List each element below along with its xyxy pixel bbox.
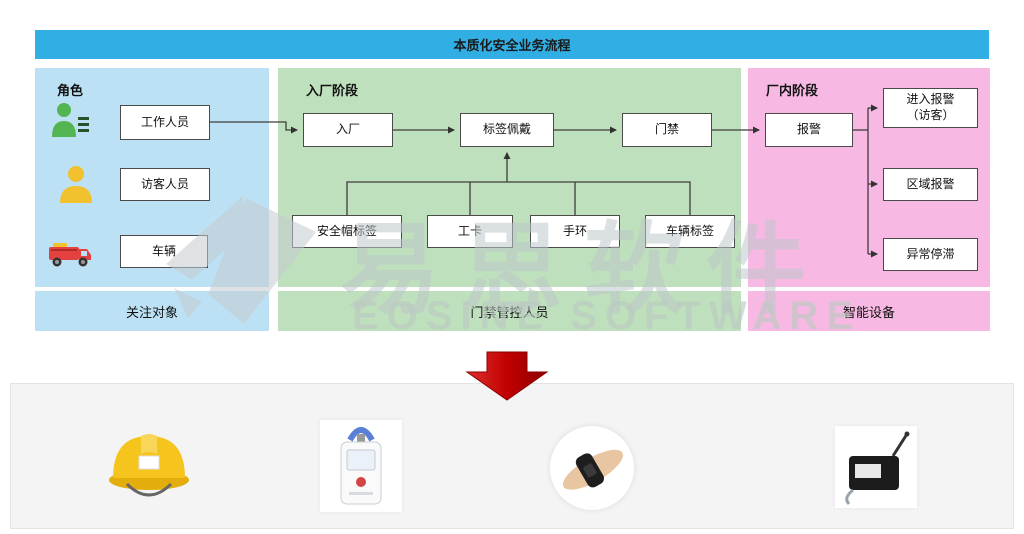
alarm-box: 报警 — [765, 113, 853, 147]
roles-panel-title: 角色 — [57, 83, 84, 98]
step-box-tag-wearing: 标签佩戴 — [460, 113, 554, 147]
reader-device-icon — [845, 431, 910, 506]
tag-box-wristband: 手环 — [530, 215, 620, 248]
entry-stage-panel: 入厂阶段 入厂 标签佩戴 门禁 安全帽标签 工卡 手环 车辆标签 — [278, 68, 741, 287]
product-safety-helmet — [103, 420, 195, 512]
branch-box-entry-alarm: 进入报警 （访客） — [883, 88, 978, 128]
wristband-icon — [562, 449, 624, 490]
badge-tag-icon — [340, 427, 382, 505]
entry-footer: 门禁管控人员 — [278, 291, 741, 331]
safety-helmet-icon — [109, 434, 189, 497]
factory-footer: 智能设备 — [748, 291, 990, 331]
step-box-entry: 入厂 — [303, 113, 393, 147]
product-reader-device — [835, 426, 917, 508]
vehicle-icon — [45, 237, 95, 276]
role-box-visitor: 访客人员 — [120, 168, 210, 201]
red-down-arrow-icon — [465, 351, 549, 401]
visitor-icon — [57, 165, 95, 208]
worker-icon — [51, 101, 91, 146]
roles-panel: 角色 工作人员 访客人员 — [35, 68, 269, 287]
branch-box-abnormal-stay: 异常停滞 — [883, 238, 978, 271]
product-wristband-tag — [550, 426, 634, 510]
tag-box-helmet-tag: 安全帽标签 — [292, 215, 402, 248]
page-title: 本质化安全业务流程 — [35, 30, 989, 59]
role-box-worker: 工作人员 — [120, 105, 210, 140]
factory-stage-title: 厂内阶段 — [766, 83, 819, 98]
role-box-vehicle: 车辆 — [120, 235, 208, 268]
tag-box-vehicle-tag: 车辆标签 — [645, 215, 735, 248]
roles-footer: 关注对象 — [35, 291, 269, 331]
factory-stage-panel: 厂内阶段 报警 进入报警 （访客） 区域报警 异常停滞 — [748, 68, 990, 287]
product-badge-tag — [320, 420, 402, 512]
branch-box-area-alarm: 区域报警 — [883, 168, 978, 201]
tag-box-work-card: 工卡 — [427, 215, 513, 248]
step-box-access-control: 门禁 — [622, 113, 712, 147]
entry-stage-title: 入厂阶段 — [306, 83, 359, 98]
